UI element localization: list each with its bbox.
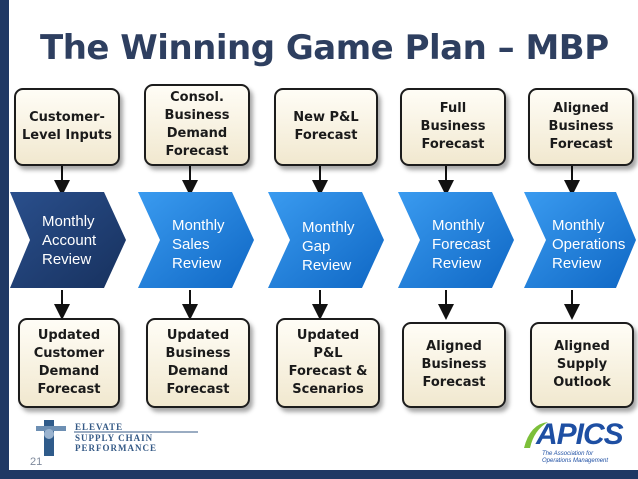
- apics-logo: APICS The Association for Operations Man…: [520, 418, 630, 464]
- chevron-sales-review: [138, 192, 254, 288]
- output-box-label: Aligned Business Forecast: [421, 339, 487, 390]
- elevate-logo: ELEVATE SUPPLY CHAIN PERFORMANCE: [30, 418, 200, 458]
- left-accent-bar: [0, 0, 9, 479]
- apics-swoosh-icon: [524, 422, 548, 448]
- input-box-full-business: Full Business Forecast: [400, 88, 506, 166]
- output-box-label: Updated P&L Forecast & Scenarios: [288, 328, 368, 397]
- output-box-pl-scenarios: Updated P&L Forecast & Scenarios: [276, 318, 380, 408]
- chevron-label-account: Monthly Account Review: [42, 213, 97, 268]
- chevron-operations-review: [524, 192, 636, 288]
- chevron-label-sales: Monthly Sales Review: [172, 217, 225, 272]
- apics-wordmark: APICS: [536, 418, 624, 451]
- input-box-aligned-business: Aligned Business Forecast: [528, 88, 634, 166]
- chevron-label-operations: Monthly Operations Review: [552, 217, 626, 272]
- output-box-supply-outlook: Aligned Supply Outlook: [530, 322, 634, 408]
- output-box-label: Updated Customer Demand Forecast: [33, 328, 105, 397]
- input-box-consol-demand: Consol. Business Demand Forecast: [144, 84, 250, 166]
- input-box-label: Customer- Level Inputs: [22, 110, 112, 143]
- input-box-customer-level: Customer- Level Inputs: [14, 88, 120, 166]
- output-box-business-demand: Updated Business Demand Forecast: [146, 318, 250, 408]
- chevron-forecast-review: [398, 192, 514, 288]
- chevron-gap-review: [268, 192, 384, 288]
- slide-number: 21: [30, 456, 43, 468]
- elevate-logo-bottom-text: SUPPLY CHAIN PERFORMANCE: [75, 433, 157, 453]
- output-box-label: Aligned Supply Outlook: [553, 339, 611, 390]
- apics-tagline: The Association for Operations Managemen…: [542, 451, 609, 464]
- elevate-rule: [74, 431, 198, 433]
- input-box-new-pl: New P&L Forecast: [274, 88, 378, 166]
- input-box-label: Aligned Business Forecast: [548, 101, 614, 152]
- output-box-customer-demand: Updated Customer Demand Forecast: [18, 318, 120, 408]
- elevate-logo-top-text: ELEVATE: [75, 422, 124, 432]
- elevate-mark-icon: [36, 420, 66, 456]
- input-box-label: Consol. Business Demand Forecast: [164, 90, 230, 159]
- input-box-label: Full Business Forecast: [420, 101, 486, 152]
- slide-title: The Winning Game Plan – MBP: [40, 28, 609, 68]
- input-box-label: New P&L Forecast: [293, 110, 359, 143]
- output-box-aligned-business: Aligned Business Forecast: [402, 322, 506, 408]
- output-box-label: Updated Business Demand Forecast: [165, 328, 231, 397]
- chevron-label-gap: Monthly Gap Review: [302, 219, 355, 274]
- bottom-rule: [0, 470, 638, 479]
- chevron-account-review: [10, 192, 126, 288]
- chevron-label-forecast: Monthly Forecast Review: [432, 217, 491, 272]
